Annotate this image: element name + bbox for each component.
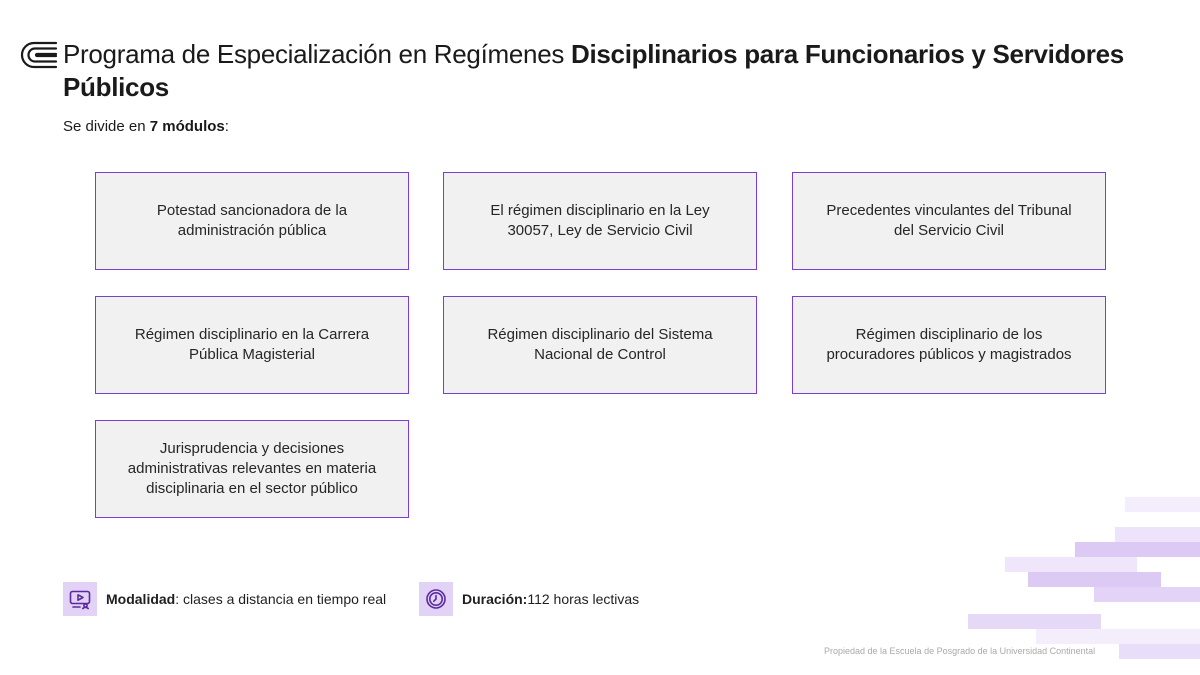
module-card-4: Régimen disciplinario en la Carrera Públ…: [95, 296, 409, 394]
module-title: Régimen disciplinario de los procuradore…: [826, 326, 1072, 363]
clock-icon: [419, 582, 453, 616]
module-title: Régimen disciplinario en la Carrera Públ…: [134, 326, 370, 363]
modality-value: : clases a distancia en tiempo real: [175, 591, 387, 607]
modules-intro: Se divide en 7 módulos:: [63, 118, 229, 135]
module-card-3: Precedentes vinculantes del Tribunal del…: [792, 172, 1106, 270]
module-card-7: Jurisprudencia y decisiones administrati…: [95, 420, 409, 518]
duration-info: Duración: 112 horas lectivas: [419, 582, 639, 616]
modules-intro-prefix: Se divide en: [63, 118, 150, 135]
module-title: Régimen disciplinario del Sistema Nacion…: [487, 326, 713, 363]
module-card-5: Régimen disciplinario del Sistema Nacion…: [443, 296, 757, 394]
page-title: Programa de Especialización en Regímenes…: [63, 38, 1163, 104]
module-card-2: El régimen disciplinario en la Ley 30057…: [443, 172, 757, 270]
modality-label: Modalidad: [106, 591, 176, 607]
modality-info: Modalidad: clases a distancia en tiempo …: [63, 582, 386, 616]
duration-label: Duración:: [462, 591, 528, 607]
page-title-regular: Programa de Especialización en Regímenes: [63, 39, 571, 69]
modules-intro-suffix: :: [224, 118, 229, 135]
continental-logo-icon: [20, 41, 58, 69]
footer-note: Propiedad de la Escuela de Posgrado de l…: [824, 646, 1096, 656]
module-title: El régimen disciplinario en la Ley 30057…: [490, 202, 710, 239]
module-card-6: Régimen disciplinario de los procuradore…: [792, 296, 1106, 394]
module-title: Precedentes vinculantes del Tribunal del…: [826, 202, 1072, 239]
modules-count: 7 módulos: [149, 118, 225, 135]
module-card-1: Potestad sancionadora de la administraci…: [95, 172, 409, 270]
module-title: Jurisprudencia y decisiones administrati…: [127, 440, 377, 497]
module-title: Potestad sancionadora de la administraci…: [156, 202, 348, 239]
duration-value: 112 horas lectivas: [527, 591, 640, 607]
page-title-bold: Disciplinarios para Funcionarios y Servi…: [63, 39, 1124, 102]
video-class-icon: [63, 582, 97, 616]
